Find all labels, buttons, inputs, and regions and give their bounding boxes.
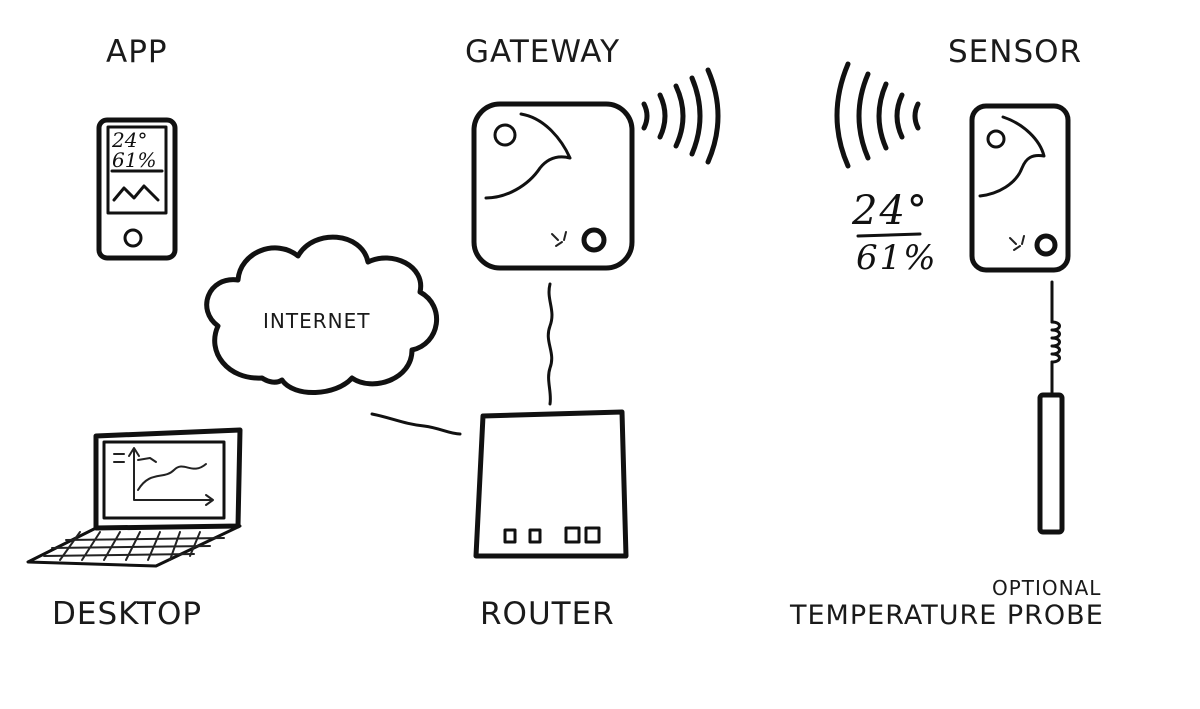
- app-label: APP: [106, 34, 168, 70]
- gateway-label: GATEWAY: [465, 34, 621, 70]
- sensor-device-icon: [969, 103, 1071, 273]
- desktop-label: DESKTOP: [52, 596, 203, 632]
- phone-temperature-text: 24°: [112, 128, 148, 152]
- gateway-wireless-waves-icon: [641, 67, 721, 165]
- optional-label: OPTIONAL: [992, 576, 1102, 600]
- temperature-probe-icon: [1037, 280, 1065, 535]
- phone-humidity-text: 61%: [112, 148, 157, 172]
- laptop-icon: [26, 427, 243, 568]
- sensor-reading-divider: [856, 232, 922, 238]
- temperature-probe-label: TEMPERATURE PROBE: [790, 600, 1104, 631]
- sensor-label: SENSOR: [948, 34, 1083, 70]
- sensor-wireless-waves-icon: [834, 61, 921, 169]
- sensor-humidity-text: 61%: [856, 238, 938, 278]
- gateway-router-cable: [546, 282, 554, 406]
- router-label: ROUTER: [480, 596, 615, 632]
- internet-router-cable: [370, 412, 462, 436]
- internet-label: INTERNET: [263, 309, 371, 333]
- sensor-temperature-text: 24°: [852, 188, 929, 234]
- smartphone-icon: [96, 117, 178, 261]
- internet-cloud-icon: [204, 234, 439, 395]
- router-device-icon: [473, 409, 629, 559]
- gateway-device-icon: [471, 101, 635, 271]
